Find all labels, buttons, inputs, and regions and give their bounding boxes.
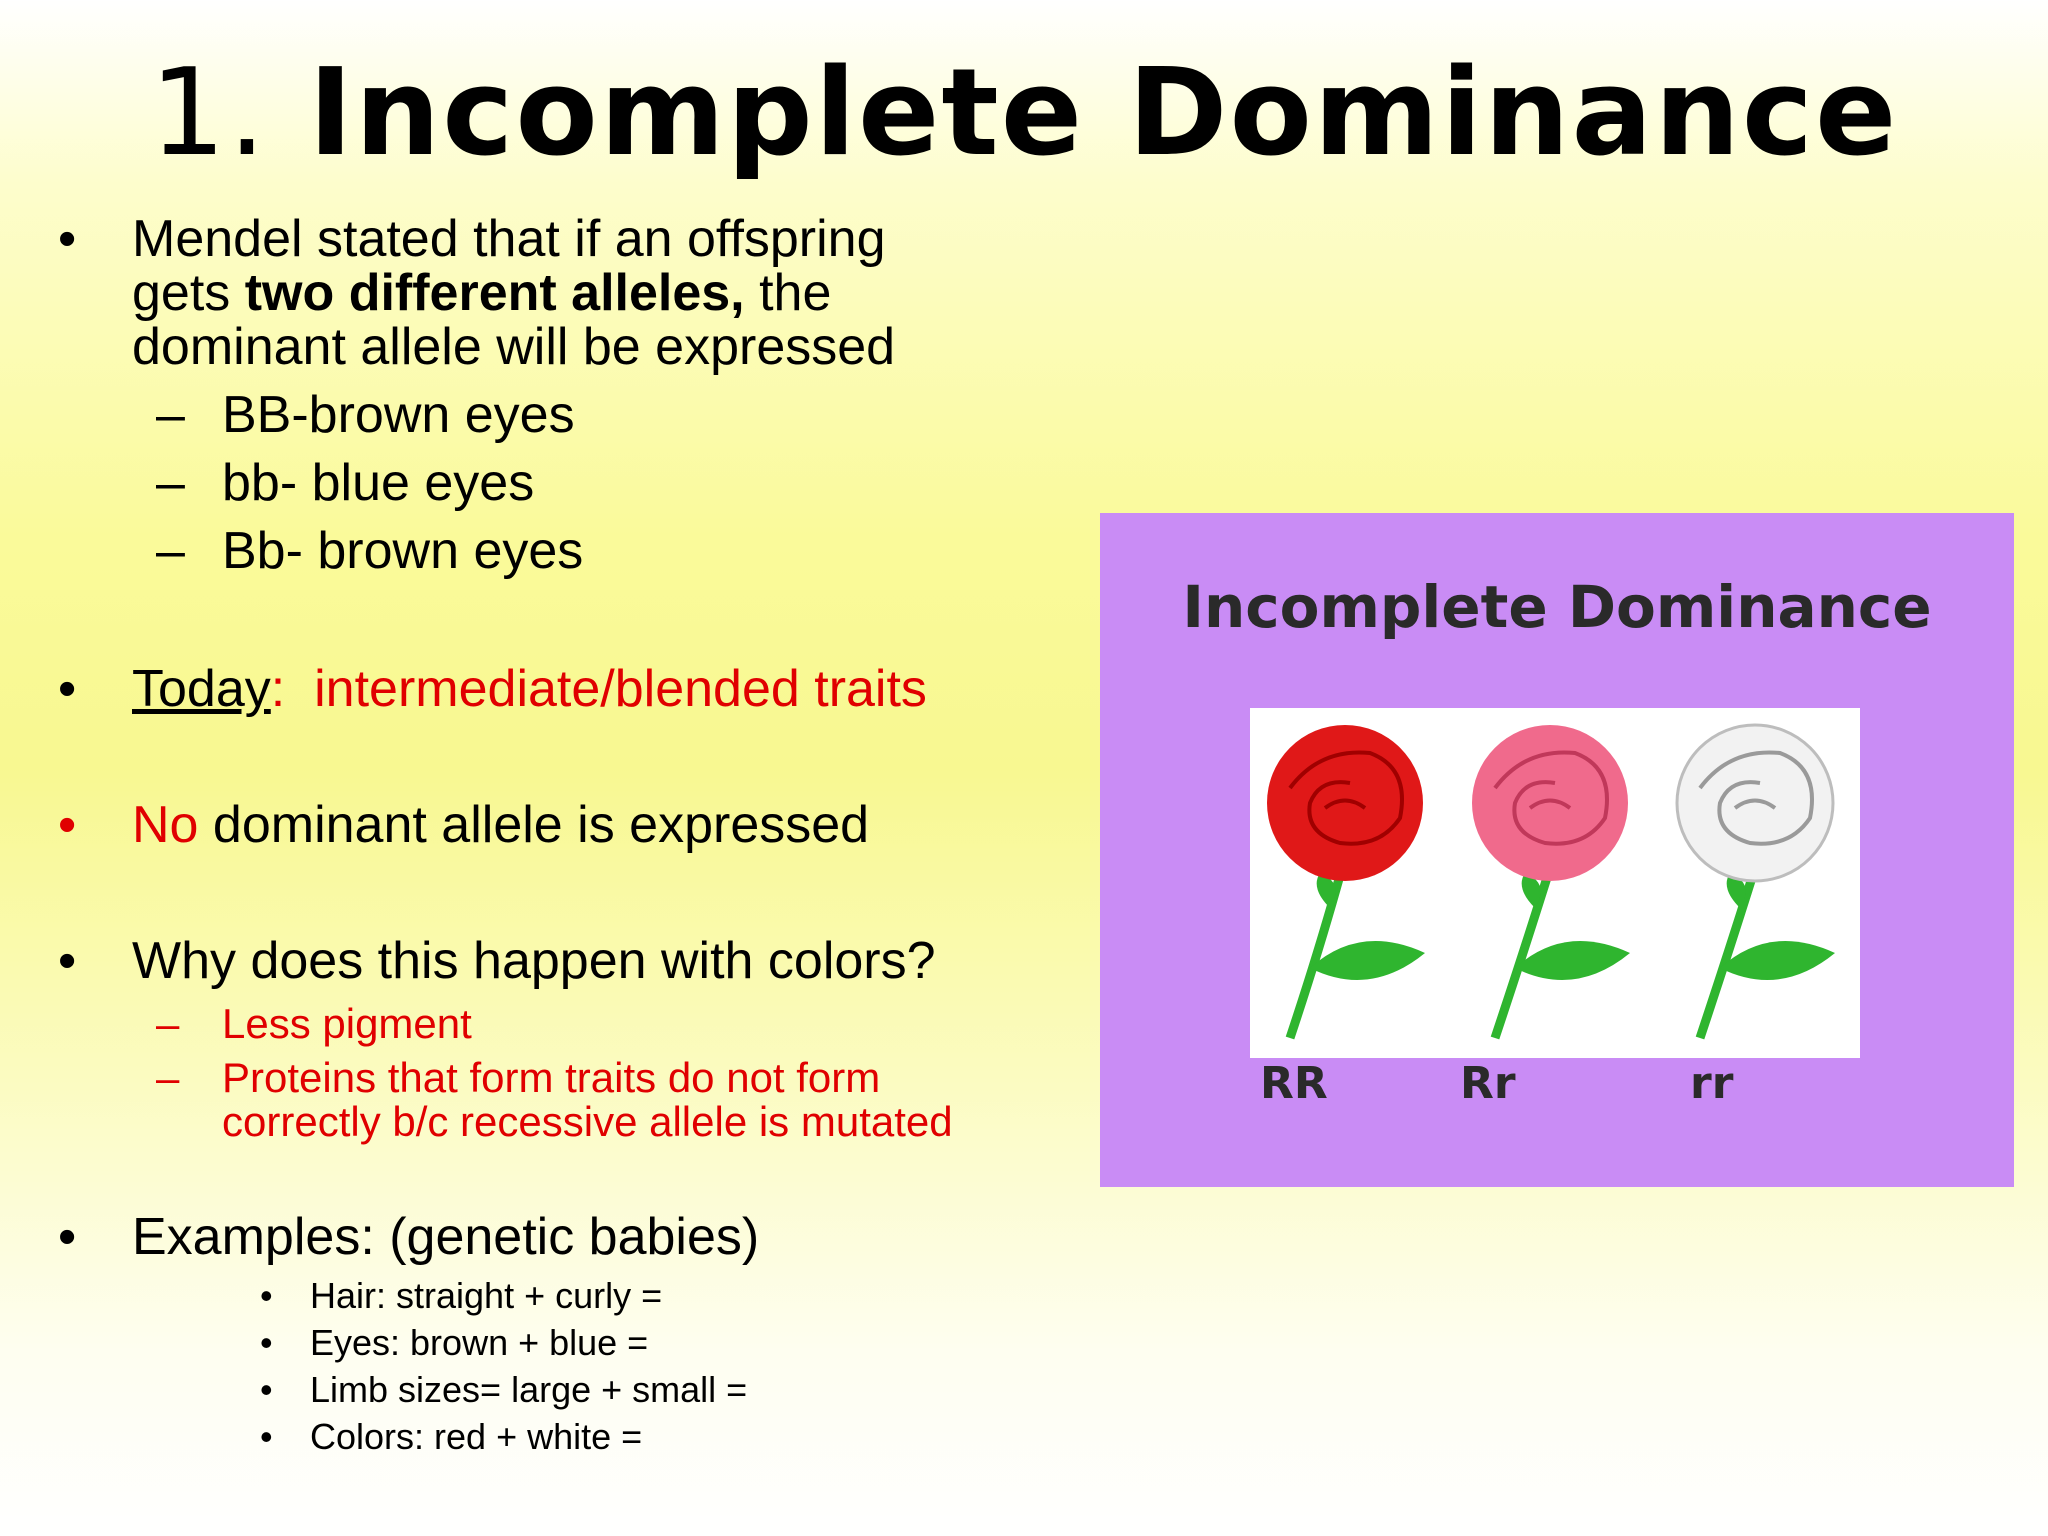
dash-marker: –	[156, 454, 185, 512]
mendel-line-3: dominant allele will be expressed	[132, 318, 896, 376]
mendel-line-1: Mendel stated that if an offspring	[132, 210, 886, 268]
sub-bullet-text: Proteins that form traits do not form	[222, 1054, 881, 1101]
example-text: Eyes: brown + blue =	[310, 1322, 649, 1363]
sub-bullet-text: Less pigment	[222, 1000, 472, 1047]
dash-marker: –	[156, 386, 185, 444]
rose-panel	[1250, 708, 1860, 1058]
title-number: 1.	[149, 44, 269, 183]
sub-bullet-text: correctly b/c recessive allele is mutate…	[222, 1098, 953, 1145]
pink-rose-icon	[1472, 725, 1630, 1040]
example-text: Colors: red + white =	[310, 1416, 643, 1457]
white-rose-icon	[1675, 723, 1835, 1040]
dash-marker: –	[156, 1000, 180, 1047]
sub-bullet-text: bb- blue eyes	[222, 454, 535, 512]
example-text: Hair: straight + curly =	[310, 1275, 663, 1316]
no-word: No	[132, 796, 199, 854]
figure-title: Incomplete Dominance	[1182, 573, 1932, 641]
sub-bullet-text: BB-brown eyes	[222, 386, 575, 444]
today-label: Today	[132, 660, 271, 718]
bullet-marker: •	[58, 210, 77, 268]
incomplete-dominance-figure: Incomplete Dominance	[1100, 513, 2014, 1187]
bullet-marker: •	[58, 932, 77, 990]
bullet-marker: •	[260, 1322, 273, 1363]
today-text: intermediate/blended traits	[314, 660, 927, 718]
example-text: Limb sizes= large + small =	[310, 1369, 748, 1410]
slide-content: • Mendel stated that if an offspring get…	[58, 210, 953, 1457]
genotype-label: rr	[1690, 1058, 1734, 1109]
roses-illustration	[1267, 723, 1835, 1040]
title-text: Incomplete Dominance	[308, 44, 1899, 183]
red-rose-icon	[1267, 725, 1425, 1040]
slide-title: 1. Incomplete Dominance	[0, 44, 2048, 184]
why-text: Why does this happen with colors?	[132, 932, 936, 990]
bullet-marker: •	[260, 1416, 273, 1457]
sub-bullet-text: Bb- brown eyes	[222, 522, 584, 580]
examples-text: Examples: (genetic babies)	[132, 1208, 760, 1266]
bullet-marker: •	[260, 1275, 273, 1316]
dash-marker: –	[156, 1054, 180, 1101]
genotype-label: Rr	[1460, 1058, 1516, 1109]
genotype-label: RR	[1260, 1058, 1328, 1109]
bullet-marker: •	[58, 1208, 77, 1266]
bullet-marker: •	[58, 660, 77, 718]
bullet-marker: •	[58, 796, 77, 854]
bold-phrase: two different alleles,	[244, 264, 745, 322]
mendel-line-2: gets two different alleles, the	[132, 264, 832, 322]
dash-marker: –	[156, 522, 185, 580]
bullet-marker: •	[260, 1369, 273, 1410]
